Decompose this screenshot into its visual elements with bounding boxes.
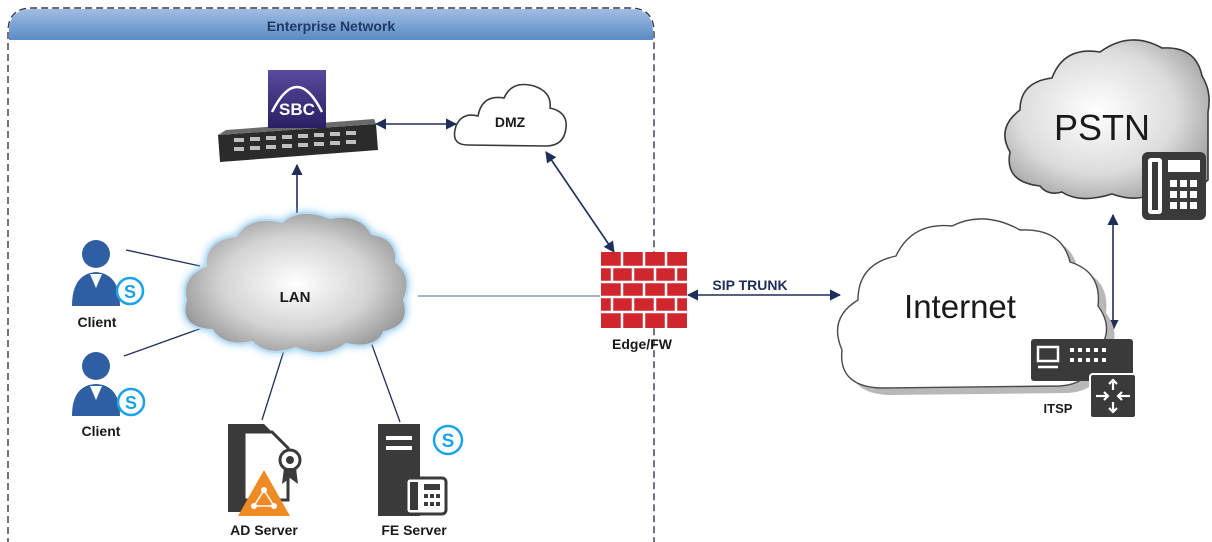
enterprise-network-title: Enterprise Network xyxy=(267,18,396,34)
itsp-server-icon xyxy=(1031,339,1133,381)
enterprise-network-header xyxy=(9,9,653,40)
svg-text:S: S xyxy=(125,393,137,413)
sbc-badge-icon: SBC xyxy=(268,70,326,128)
warning-triangle-icon xyxy=(238,470,290,516)
skype-icon: S xyxy=(432,424,464,456)
fe-server-node: S FE Server xyxy=(378,424,464,538)
person-icon xyxy=(72,352,120,416)
cloud-icon xyxy=(453,83,567,147)
svg-text:S: S xyxy=(442,431,455,452)
desk-phone-icon xyxy=(1142,152,1206,220)
person-icon xyxy=(72,240,120,306)
fe-server-label: FE Server xyxy=(381,522,447,538)
client-2-label: Client xyxy=(82,423,121,439)
sip-trunk-label: SIP TRUNK xyxy=(712,277,787,293)
router-icon xyxy=(1089,373,1137,419)
firewall-label: Edge/FW xyxy=(612,336,673,352)
client1-lan-link xyxy=(125,249,201,267)
lan-node: LAN xyxy=(183,211,409,355)
client-2-node: S Client xyxy=(72,352,146,439)
enterprise-network-group: Enterprise Network xyxy=(7,7,655,542)
itsp-node: ITSP xyxy=(1031,339,1137,419)
lan-label: LAN xyxy=(280,289,311,306)
sbc-badge-text: SBC xyxy=(279,100,315,119)
lan-cloud-icon xyxy=(183,211,409,355)
client-1-label: Client xyxy=(78,314,117,330)
enterprise-network-boundary xyxy=(7,7,655,542)
skype-icon: S xyxy=(116,387,146,417)
client-1-node: S Client xyxy=(72,240,145,330)
sbc-node: SBC xyxy=(218,70,378,162)
firewall-brick-icon xyxy=(601,252,687,328)
skype-icon: S xyxy=(115,276,145,306)
client2-lan-link xyxy=(123,327,203,357)
ad-server-label: AD Server xyxy=(230,522,298,538)
dmz-firewall-link xyxy=(545,151,615,253)
ad-server-node: AD Server xyxy=(228,424,302,538)
firewall-node: Edge/FW xyxy=(601,252,687,352)
ad-lan-link xyxy=(261,343,287,421)
server-icon xyxy=(378,424,420,516)
dmz-label: DMZ xyxy=(495,114,526,130)
itsp-label: ITSP xyxy=(1044,401,1073,416)
fe-lan-link xyxy=(367,333,401,423)
connections xyxy=(123,118,1119,423)
desk-phone-icon xyxy=(404,476,448,516)
svg-text:S: S xyxy=(124,282,136,302)
dmz-node: DMZ xyxy=(453,83,567,147)
pstn-label: PSTN xyxy=(1054,107,1150,148)
pstn-node: PSTN xyxy=(1004,39,1210,220)
internet-label: Internet xyxy=(904,288,1016,325)
